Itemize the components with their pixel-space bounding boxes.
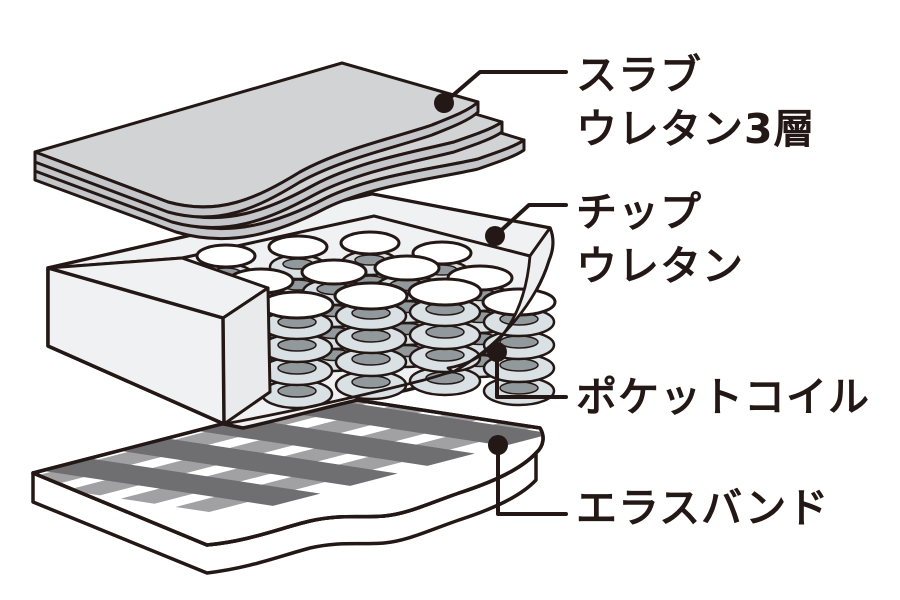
label-slab-urethane-line2: ウレタン3層 [576, 105, 816, 153]
spring-coil-ellipse [277, 384, 317, 398]
spring-coil-ellipse [259, 290, 335, 320]
spring-coil-ellipse [277, 361, 317, 375]
spring-coil-ellipse [267, 234, 329, 260]
label-elastic-band-line1: エラスバンド [576, 484, 830, 532]
spring-coil-ellipse [195, 243, 257, 269]
weave-stripe [33, 455, 321, 506]
box-right-wall-inner [446, 226, 555, 374]
spring-coil-ellipse [351, 375, 391, 389]
spring-coil-ellipse [300, 258, 368, 286]
label-pocket-coil-line1: ポケットコイル [576, 373, 870, 421]
spring-coil-ellipse [499, 335, 539, 349]
spring-coil-ellipse [333, 281, 409, 311]
spring-coil-ellipse [499, 358, 539, 372]
label-slab-urethane: スラブ ウレタン3層 [576, 48, 816, 156]
leader-dot-chip-urethane [485, 226, 505, 246]
spring-coil-ellipse [425, 348, 465, 362]
leader-line-pocket-coil [495, 350, 568, 399]
leader-dot-elastic-band [488, 435, 508, 455]
leader-lines [434, 70, 568, 516]
slab-sheet2-side [33, 120, 504, 230]
label-slab-urethane-line1: スラブ [576, 51, 702, 99]
spring-coil-ellipse [277, 338, 317, 352]
box-left-wall-outer [46, 266, 226, 426]
label-pocket-coil: ポケットコイル [576, 370, 870, 424]
spring-coil-ellipse [407, 277, 483, 307]
spring-coil-ellipse [425, 325, 465, 339]
spring-coil-ellipse [351, 329, 391, 343]
slab-sheet3-side [33, 138, 526, 241]
label-chip-urethane-line2: ウレタン [576, 242, 744, 290]
spring-coil-ellipse [499, 381, 539, 395]
leader-dot-slab-urethane [434, 93, 454, 113]
box-base-edge [222, 370, 455, 426]
spring-coil-ellipse [351, 352, 391, 366]
spring-coil-ellipse [339, 230, 401, 256]
label-elastic-band: エラスバンド [576, 481, 829, 535]
slab-sheet1-side [33, 100, 480, 219]
label-chip-urethane: チップ ウレタン [576, 185, 744, 293]
slab-urethane-layers [33, 61, 526, 241]
spring-coil-ellipse [373, 254, 441, 282]
label-chip-urethane-line1: チップ [576, 188, 702, 236]
chip-urethane-box [46, 192, 557, 430]
leader-line-slab-urethane [442, 70, 568, 105]
leader-line-elastic-band [496, 443, 568, 516]
elastic-band-outline [31, 394, 545, 547]
leader-line-chip-urethane [493, 203, 568, 238]
weave-stripe [98, 435, 398, 486]
leader-dot-pocket-coil [487, 342, 507, 362]
